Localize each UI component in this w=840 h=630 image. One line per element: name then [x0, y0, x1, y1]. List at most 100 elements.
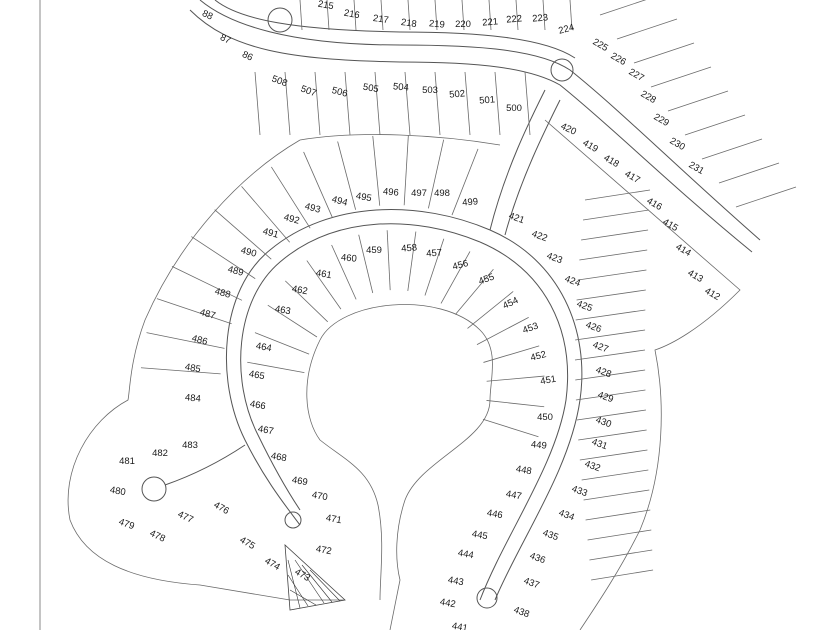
- open-space-boundary-b: [306, 339, 383, 601]
- loop-road-outer: [225, 209, 491, 526]
- lot-divider: [440, 251, 471, 304]
- lot-divider: [386, 230, 391, 291]
- lot-divider: [578, 429, 647, 441]
- lot-label: 423: [545, 251, 564, 267]
- lot-label: 424: [563, 274, 582, 290]
- lot-label: 430: [594, 415, 613, 431]
- lot-divider: [326, 0, 330, 31]
- lot-divider: [483, 345, 540, 363]
- lot-divider: [684, 114, 746, 136]
- lot-label: 477: [176, 509, 195, 526]
- lot-label: 475: [238, 535, 257, 552]
- lot-label: 231: [687, 160, 706, 177]
- lot-label: 421: [507, 211, 526, 227]
- lot-label: 491: [262, 226, 280, 241]
- lot-divider: [171, 266, 243, 301]
- loop-road-inner-b: [479, 241, 569, 601]
- roundabout-bottom-right: [476, 587, 498, 609]
- roundabout-top-left: [267, 7, 293, 33]
- lot-divider: [314, 71, 321, 136]
- lot-divider: [524, 71, 531, 136]
- lot-label: 464: [255, 341, 273, 355]
- lot-label: 450: [537, 412, 553, 423]
- lot-label: 443: [447, 575, 465, 589]
- lot-label: 470: [311, 490, 329, 504]
- lot-label: 432: [583, 459, 602, 475]
- lot-divider: [591, 569, 654, 581]
- loop-road-outer-b: [489, 229, 583, 601]
- lot-divider: [488, 0, 492, 31]
- lot-label: 504: [392, 81, 409, 93]
- hatched-lot-473: [284, 544, 346, 611]
- lot-divider: [146, 332, 225, 349]
- lot-label: 471: [325, 513, 343, 527]
- lot-label: 484: [184, 392, 201, 404]
- lot-divider: [455, 268, 494, 315]
- lot-label: 422: [530, 229, 549, 245]
- outer-boundary-left: [67, 139, 345, 601]
- lot-label: 417: [623, 169, 642, 186]
- lot-label: 481: [119, 456, 135, 467]
- lot-label: 220: [455, 19, 471, 30]
- lot-divider: [403, 135, 409, 206]
- lot-divider: [372, 135, 381, 206]
- lot-label: 487: [199, 307, 217, 322]
- lot-label: 498: [434, 188, 450, 199]
- lot-label: 506: [331, 85, 349, 100]
- lot-divider: [337, 141, 357, 210]
- lot-label: 460: [340, 252, 357, 264]
- lot-label: 445: [471, 529, 489, 543]
- lot-label: 461: [315, 268, 333, 282]
- lot-label: 412: [703, 286, 722, 303]
- lot-divider: [584, 189, 651, 201]
- lot-label: 458: [401, 242, 418, 254]
- lot-divider-lines: [140, 0, 797, 581]
- lot-label: 451: [539, 374, 557, 388]
- lot-label: 467: [257, 424, 275, 438]
- lot-divider: [428, 139, 445, 209]
- lot-label: 436: [528, 551, 547, 567]
- lot-divider: [241, 186, 290, 243]
- lot-label: 483: [182, 440, 198, 451]
- lot-divider: [575, 389, 646, 401]
- lot-label: 503: [422, 85, 438, 96]
- lot-label: 420: [559, 121, 578, 138]
- lot-label: 449: [530, 439, 547, 451]
- lot-divider: [585, 509, 651, 521]
- lot-label: 217: [372, 13, 389, 26]
- lot-label: 415: [661, 217, 680, 234]
- lot-label: 507: [299, 84, 318, 100]
- lot-label: 454: [501, 295, 520, 312]
- road-top-edge-b: [189, 9, 753, 253]
- lot-divider: [254, 332, 310, 355]
- lot-label: 86: [240, 49, 254, 63]
- lot-label: 438: [512, 605, 531, 621]
- lot-label: 476: [212, 500, 231, 517]
- lot-divider: [701, 138, 763, 160]
- lot-label: 87: [218, 32, 232, 46]
- lot-label: 418: [602, 153, 621, 170]
- lot-label: 433: [570, 484, 589, 500]
- lot-divider: [451, 148, 479, 216]
- lot-divider: [424, 238, 445, 296]
- lot-divider: [344, 71, 351, 136]
- lot-label: 453: [521, 321, 540, 337]
- lot-divider: [191, 236, 256, 279]
- lot-label: 497: [411, 188, 427, 199]
- lot-label: 459: [366, 245, 382, 256]
- lot-divider: [577, 269, 647, 281]
- lot-divider: [271, 166, 311, 229]
- outer-boundary-top: [299, 134, 501, 146]
- lot-divider: [575, 369, 646, 381]
- lot-label: 448: [515, 464, 533, 478]
- lot-label: 426: [584, 320, 603, 336]
- lot-divider: [247, 361, 305, 374]
- lot-label: 446: [486, 508, 504, 522]
- lot-divider: [515, 0, 519, 31]
- lot-label: 500: [506, 103, 522, 114]
- lot-divider: [434, 71, 441, 136]
- road-connector-a: [489, 89, 546, 231]
- lot-label: 494: [331, 194, 349, 209]
- lot-divider: [633, 42, 695, 64]
- lot-divider: [467, 291, 514, 329]
